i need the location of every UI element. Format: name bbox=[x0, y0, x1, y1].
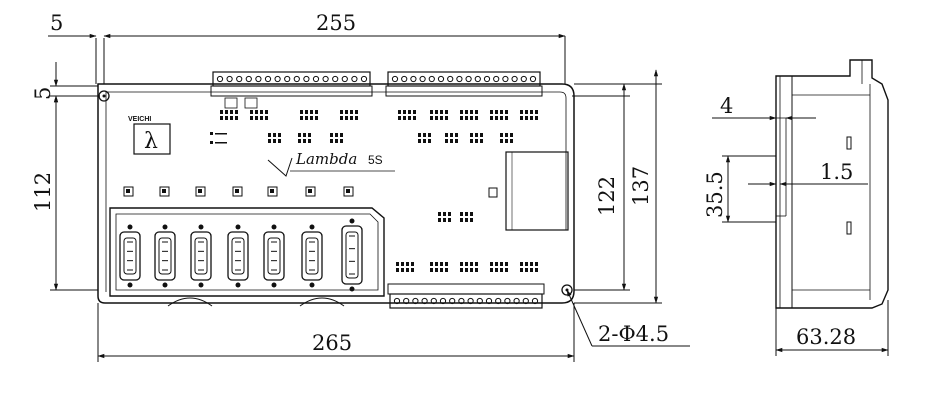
terminal-screw bbox=[428, 75, 435, 83]
terminal-screw bbox=[529, 75, 537, 83]
port-label-box bbox=[159, 186, 170, 197]
dim-side-rail: 4 bbox=[720, 94, 733, 118]
terminal-screw bbox=[495, 297, 502, 305]
dim-side-gap: 1.5 bbox=[820, 160, 853, 184]
terminal-screw bbox=[493, 75, 500, 83]
front-view: VEICHI λ Lambda 5S bbox=[97, 71, 575, 309]
terminal-screw bbox=[502, 75, 509, 83]
terminal-screw bbox=[236, 75, 243, 83]
logo-symbol: λ bbox=[144, 129, 158, 154]
logo-text: VEICHI bbox=[128, 116, 151, 123]
terminal-screw bbox=[401, 75, 408, 83]
dim-side-depth: 63.28 bbox=[796, 325, 856, 349]
terminal-screw bbox=[226, 75, 233, 83]
terminal-screw bbox=[522, 297, 529, 305]
port-label-box bbox=[123, 186, 134, 197]
terminal-screw bbox=[465, 75, 472, 83]
terminal-screw bbox=[410, 75, 417, 83]
dim-left-offset: 5 bbox=[50, 11, 63, 35]
terminal-screw bbox=[520, 75, 527, 83]
front-dimensions: 5 255 5 112 122 137 265 2-Φ4.5 bbox=[31, 11, 690, 362]
terminal-screw bbox=[393, 297, 401, 305]
component-clusters bbox=[220, 97, 538, 272]
dim-inner-height: 122 bbox=[595, 176, 619, 216]
terminal-screw bbox=[332, 75, 339, 83]
port-label-box bbox=[195, 186, 206, 197]
svg-text:Lambda: Lambda bbox=[295, 150, 357, 168]
terminal-screw bbox=[391, 75, 399, 83]
terminal-screw bbox=[430, 297, 437, 305]
side-panel bbox=[505, 151, 569, 231]
terminal-screw bbox=[245, 75, 252, 83]
dim-top-width: 255 bbox=[316, 11, 356, 35]
connector-bay bbox=[109, 207, 385, 307]
side-view bbox=[775, 59, 889, 309]
terminal-screw bbox=[412, 297, 419, 305]
dsub-connector bbox=[190, 224, 212, 288]
dsub-connector bbox=[154, 224, 176, 288]
terminal-screw bbox=[531, 297, 539, 305]
port-label-box bbox=[267, 186, 278, 197]
dsub-connector bbox=[301, 224, 323, 288]
dim-side-step: 35.5 bbox=[703, 171, 727, 218]
terminal-screw bbox=[447, 75, 454, 83]
side-dimensions: 4 35.5 1.5 63.28 bbox=[703, 94, 889, 356]
terminal-screw bbox=[255, 75, 262, 83]
terminal-screw bbox=[485, 297, 493, 305]
brand-logo: VEICHI λ bbox=[128, 116, 171, 155]
terminal-screw bbox=[513, 297, 520, 305]
terminal-screw bbox=[476, 297, 483, 305]
terminal-screw bbox=[351, 75, 358, 83]
terminal-screw bbox=[474, 75, 481, 83]
terminal-screw bbox=[458, 297, 465, 305]
terminal-screw bbox=[504, 297, 511, 305]
terminal-screw bbox=[439, 297, 447, 305]
terminal-screw bbox=[467, 297, 474, 305]
terminal-screw bbox=[341, 75, 348, 83]
dim-bottom-width: 265 bbox=[312, 331, 352, 355]
terminal-screw bbox=[322, 75, 329, 83]
svg-text:5S: 5S bbox=[368, 153, 383, 167]
terminal-screw bbox=[284, 75, 291, 83]
bottom-terminal-block bbox=[387, 283, 545, 309]
terminal-screw bbox=[360, 75, 368, 83]
terminal-screw bbox=[511, 75, 518, 83]
top-terminal-block-right bbox=[385, 71, 543, 97]
dim-top-offset: 5 bbox=[31, 87, 55, 100]
port-labels bbox=[123, 186, 354, 197]
dim-outer-height: 137 bbox=[629, 166, 653, 206]
terminal-screw bbox=[264, 75, 272, 83]
terminal-screw bbox=[456, 75, 463, 83]
port-label-box bbox=[232, 186, 243, 197]
terminal-screw bbox=[419, 75, 426, 83]
side-outline bbox=[775, 59, 889, 309]
terminal-screw bbox=[312, 75, 320, 83]
terminal-screw bbox=[293, 75, 300, 83]
dsub-connector bbox=[119, 224, 141, 288]
terminal-screw bbox=[216, 75, 224, 83]
status-leds bbox=[210, 132, 227, 144]
terminal-screw bbox=[274, 75, 281, 83]
port-label-box bbox=[343, 186, 354, 197]
terminal-screw bbox=[303, 75, 310, 83]
terminal-screw bbox=[403, 297, 410, 305]
terminal-screw bbox=[483, 75, 491, 83]
port-label-box bbox=[305, 186, 316, 197]
dsub-connector bbox=[227, 224, 249, 288]
dsub-connector bbox=[263, 224, 285, 288]
top-terminal-block-left bbox=[210, 71, 373, 97]
dim-left-height: 112 bbox=[31, 172, 55, 212]
terminal-screw bbox=[437, 75, 445, 83]
terminal-screw bbox=[421, 297, 428, 305]
dim-hole-callout: 2-Φ4.5 bbox=[598, 322, 669, 346]
product-name: Lambda 5S bbox=[267, 150, 395, 177]
dsub-connector bbox=[341, 218, 363, 292]
terminal-screw bbox=[449, 297, 456, 305]
